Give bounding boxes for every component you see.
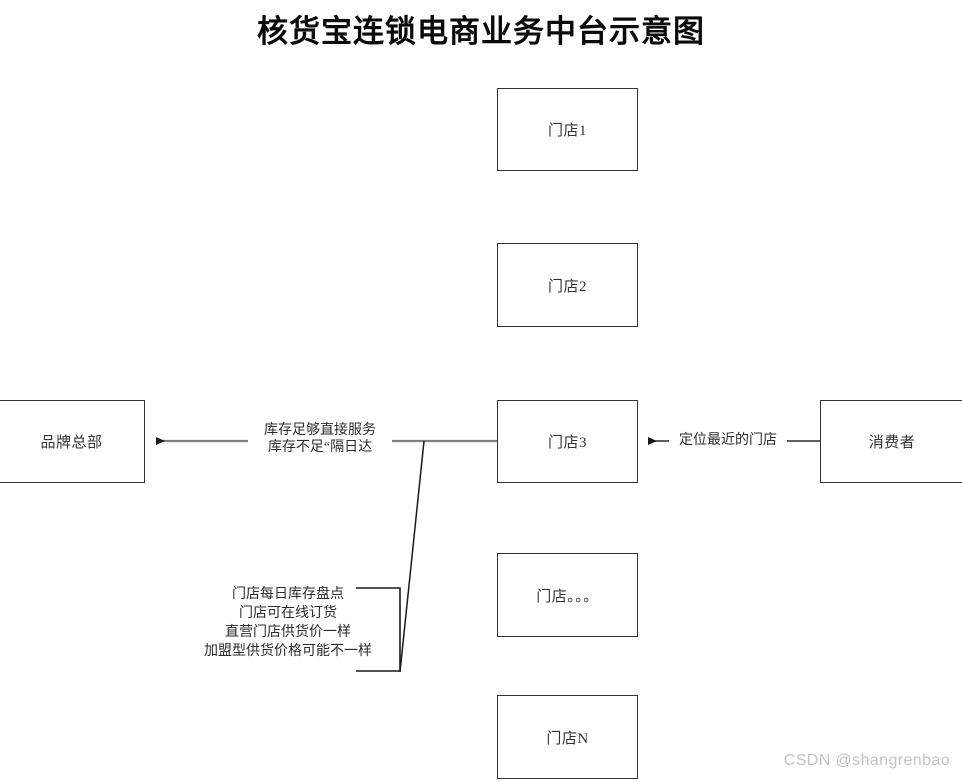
node-store2-label: 门店2 <box>547 278 587 295</box>
edge-label-headquarters: 库存足够直接服务 库存不足“隔日达 <box>248 422 392 456</box>
node-store2[interactable]: 门店2 <box>497 243 638 327</box>
edge-label-consumer: 定位最近的门店 <box>669 432 787 449</box>
node-consumer[interactable]: 消费者 <box>820 400 962 483</box>
note-line-1: 门店每日库存盘点 <box>232 587 344 602</box>
note-line-2: 门店可在线订货 <box>239 606 337 621</box>
node-store-n-label: 门店N <box>546 730 589 747</box>
page-title: 核货宝连锁电商业务中台示意图 <box>257 14 705 49</box>
note-line-3: 直营门店供货价一样 <box>225 625 351 640</box>
node-store-dots-label: 门店。。。 <box>536 588 599 605</box>
watermark: CSDN @shangrenbao <box>783 752 950 769</box>
edge-label-headquarters-line1: 库存足够直接服务 <box>264 423 376 438</box>
note-block: 门店每日库存盘点 门店可在线订货 直营门店供货价一样 加盟型供货价格可能不一样 <box>180 585 396 661</box>
node-consumer-label: 消费者 <box>868 435 916 451</box>
node-store1-label: 门店1 <box>547 123 587 139</box>
node-store-n[interactable]: 门店N <box>497 695 638 779</box>
edge-note-connector <box>399 440 425 673</box>
node-headquarters[interactable]: 品牌总部 <box>0 400 145 483</box>
note-line-4: 加盟型供货价格可能不一样 <box>204 644 372 659</box>
node-store3[interactable]: 门店3 <box>497 400 638 483</box>
node-store-dots[interactable]: 门店。。。 <box>497 553 638 637</box>
node-headquarters-label: 品牌总部 <box>40 435 103 451</box>
node-store3-label: 门店3 <box>547 435 587 451</box>
node-store1[interactable]: 门店1 <box>497 88 638 171</box>
edge-label-headquarters-line2: 库存不足“隔日达 <box>267 440 373 455</box>
